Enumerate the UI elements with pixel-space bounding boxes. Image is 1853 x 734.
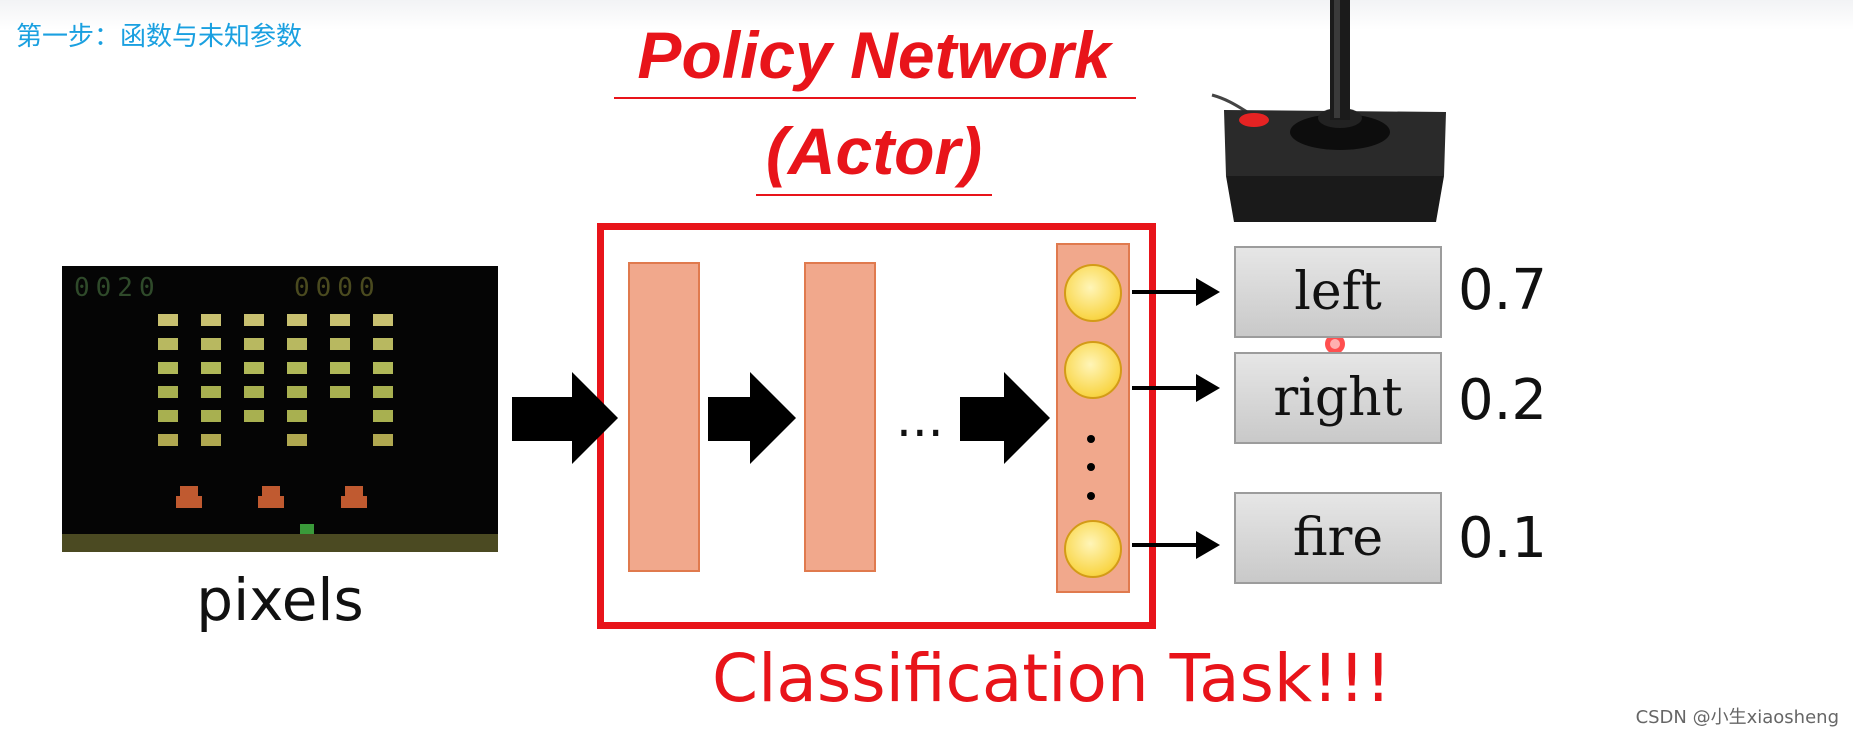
policy-network-title: Policy Network (Actor) — [600, 0, 1148, 210]
alien-sprite — [373, 338, 393, 350]
layers-ellipsis: ... — [896, 390, 944, 448]
alien-sprite — [373, 362, 393, 374]
vertical-dot-3 — [1087, 492, 1095, 500]
out-arrow-left-head — [1196, 278, 1220, 306]
arrow-layer1-to-layer2 — [708, 372, 796, 464]
alien-sprite — [244, 362, 264, 374]
alien-sprite — [244, 410, 264, 422]
slide-heading: 第一步：函数与未知参数 — [16, 22, 303, 52]
title-line-1: Policy Network — [637, 18, 1111, 92]
prob-right: 0.2 — [1458, 368, 1548, 433]
action-box-right: right — [1234, 352, 1442, 444]
csdn-watermark: CSDN @小生xiaosheng — [1635, 707, 1839, 728]
alien-sprite — [201, 386, 221, 398]
arrow-to-output — [960, 372, 1050, 464]
out-arrow-fire-head — [1196, 531, 1220, 559]
action-label-left: left — [1294, 262, 1382, 322]
arrow-input-to-net — [512, 372, 618, 464]
output-neuron-right — [1064, 341, 1122, 399]
alien-sprite — [373, 314, 393, 326]
alien-sprite — [330, 338, 350, 350]
output-neuron-left — [1064, 264, 1122, 322]
alien-sprite — [330, 314, 350, 326]
alien-sprite — [287, 338, 307, 350]
alien-grid — [158, 314, 393, 446]
alien-sprite — [201, 410, 221, 422]
alien-sprite — [201, 314, 221, 326]
vertical-dot-1 — [1087, 435, 1095, 443]
alien-sprite — [330, 386, 350, 398]
alien-sprite — [373, 410, 393, 422]
title-underline-2 — [756, 194, 992, 196]
action-box-fire: fire — [1234, 492, 1442, 584]
shields — [176, 486, 367, 508]
ground — [62, 534, 498, 552]
right-score: 0000 — [294, 273, 381, 303]
alien-sprite — [373, 386, 393, 398]
left-score: 0020 — [74, 273, 161, 303]
alien-sprite — [330, 362, 350, 374]
title-line-2: (Actor) — [765, 114, 983, 188]
vertical-dot-2 — [1087, 463, 1095, 471]
title-underline-1 — [614, 97, 1136, 99]
alien-sprite — [158, 434, 178, 446]
out-arrow-right-head — [1196, 374, 1220, 402]
prob-fire: 0.1 — [1458, 506, 1548, 571]
alien-sprite — [373, 434, 393, 446]
alien-sprite — [287, 362, 307, 374]
alien-sprite — [158, 338, 178, 350]
alien-sprite — [201, 434, 221, 446]
alien-sprite — [287, 434, 307, 446]
alien-sprite — [201, 338, 221, 350]
alien-sprite — [158, 314, 178, 326]
output-neuron-fire — [1064, 520, 1122, 578]
alien-sprite — [158, 386, 178, 398]
prob-left: 0.7 — [1458, 258, 1548, 323]
action-label-right: right — [1273, 368, 1403, 428]
space-invaders-scene: 0020 0000 — [62, 273, 498, 552]
alien-sprite — [287, 386, 307, 398]
alien-sprite — [158, 410, 178, 422]
alien-sprite — [244, 386, 264, 398]
alien-sprite — [287, 314, 307, 326]
top-gradient-bar — [0, 0, 1853, 30]
alien-sprite — [244, 338, 264, 350]
classification-task-label: Classification Task!!! — [712, 640, 1392, 717]
alien-sprite — [158, 362, 178, 374]
hidden-layer-2 — [804, 262, 876, 572]
alien-sprite — [244, 314, 264, 326]
player-cannon — [300, 524, 314, 534]
pixels-label: pixels — [196, 566, 364, 634]
action-label-fire: fire — [1292, 508, 1384, 568]
alien-sprite — [287, 410, 307, 422]
hidden-layer-1 — [628, 262, 700, 572]
action-box-left: left — [1234, 246, 1442, 338]
alien-sprite — [201, 362, 221, 374]
game-screen-image: 0020 0000 — [62, 266, 498, 552]
